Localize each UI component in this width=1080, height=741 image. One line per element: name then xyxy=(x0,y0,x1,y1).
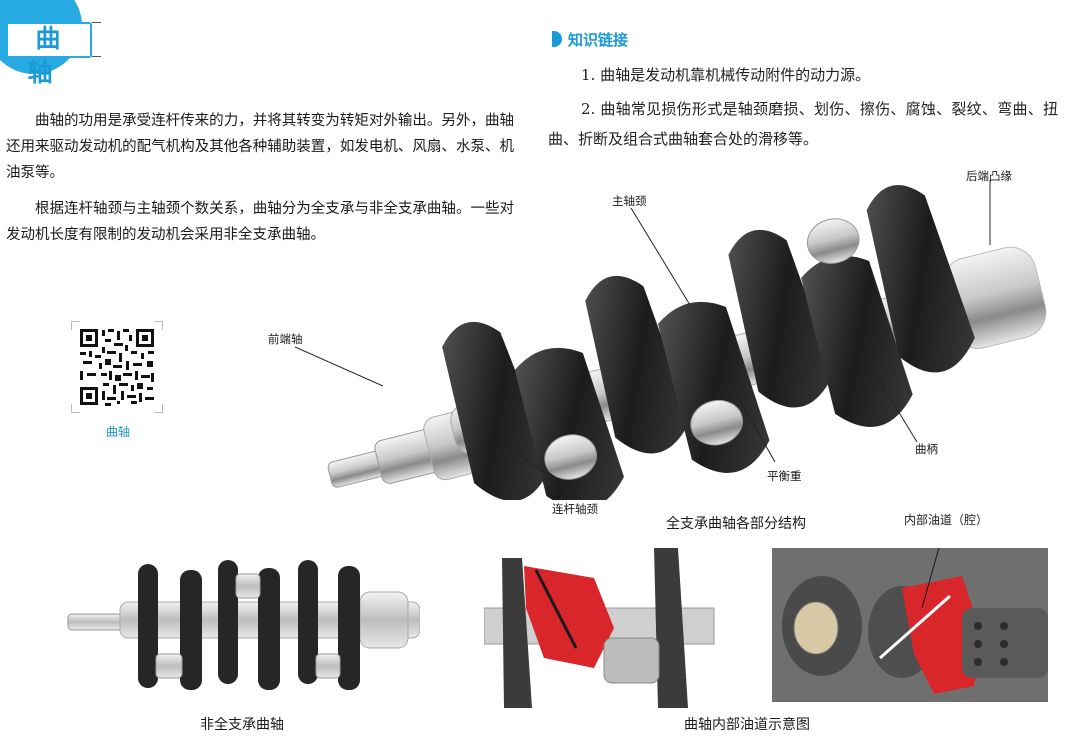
knowledge-link-marker xyxy=(552,31,562,47)
oil-passage-cutaway-image xyxy=(484,548,715,708)
intro-paragraph-2: 根据连杆轴颈与主轴颈个数关系，曲轴分为全支承与非全支承曲轴。一些对发动机长度有限… xyxy=(6,201,514,243)
label-rear-flange: 后端凸缘 xyxy=(966,169,1012,183)
full-support-crankshaft-image xyxy=(295,180,1047,500)
intro-paragraph-1: 曲轴的功用是承受连杆传来的力，并将其转变为转矩对外输出。另外，曲轴还用来驱动发动… xyxy=(6,113,514,181)
label-crank-arm: 曲柄 xyxy=(915,442,938,456)
main-figure-caption: 全支承曲轴各部分结构 xyxy=(666,516,806,532)
qr-code-image xyxy=(80,329,154,406)
knowledge-link-title: 知识链接 xyxy=(568,31,629,49)
header-rule-bottom xyxy=(92,56,101,57)
page-title: 曲 轴 xyxy=(27,24,79,87)
label-oil-passage: 内部油道（腔） xyxy=(904,513,989,527)
label-front-shaft: 前端轴 xyxy=(268,332,303,346)
knowledge-link-item-2: 2. 曲轴常见损伤形式是轴颈磨损、划伤、擦伤、腐蚀、裂纹、弯曲、扭曲、折断及组合… xyxy=(548,100,1058,148)
label-rod-journal: 连杆轴颈 xyxy=(552,502,598,516)
header-rule-top xyxy=(92,22,101,23)
label-main-journal: 主轴颈 xyxy=(612,194,647,208)
qr-code[interactable] xyxy=(71,321,163,413)
header-box xyxy=(6,22,92,58)
oil-passage-detail-image xyxy=(772,548,1048,702)
knowledge-link-item-1: 1. 曲轴是发动机靠机械传动附件的动力源。 xyxy=(581,66,871,84)
oil-figure-caption: 曲轴内部油道示意图 xyxy=(684,717,810,733)
qr-caption: 曲轴 xyxy=(106,425,131,439)
partial-support-crankshaft-image xyxy=(67,560,420,690)
partial-figure-caption: 非全支承曲轴 xyxy=(200,717,284,733)
label-counterweight: 平衡重 xyxy=(767,469,802,483)
